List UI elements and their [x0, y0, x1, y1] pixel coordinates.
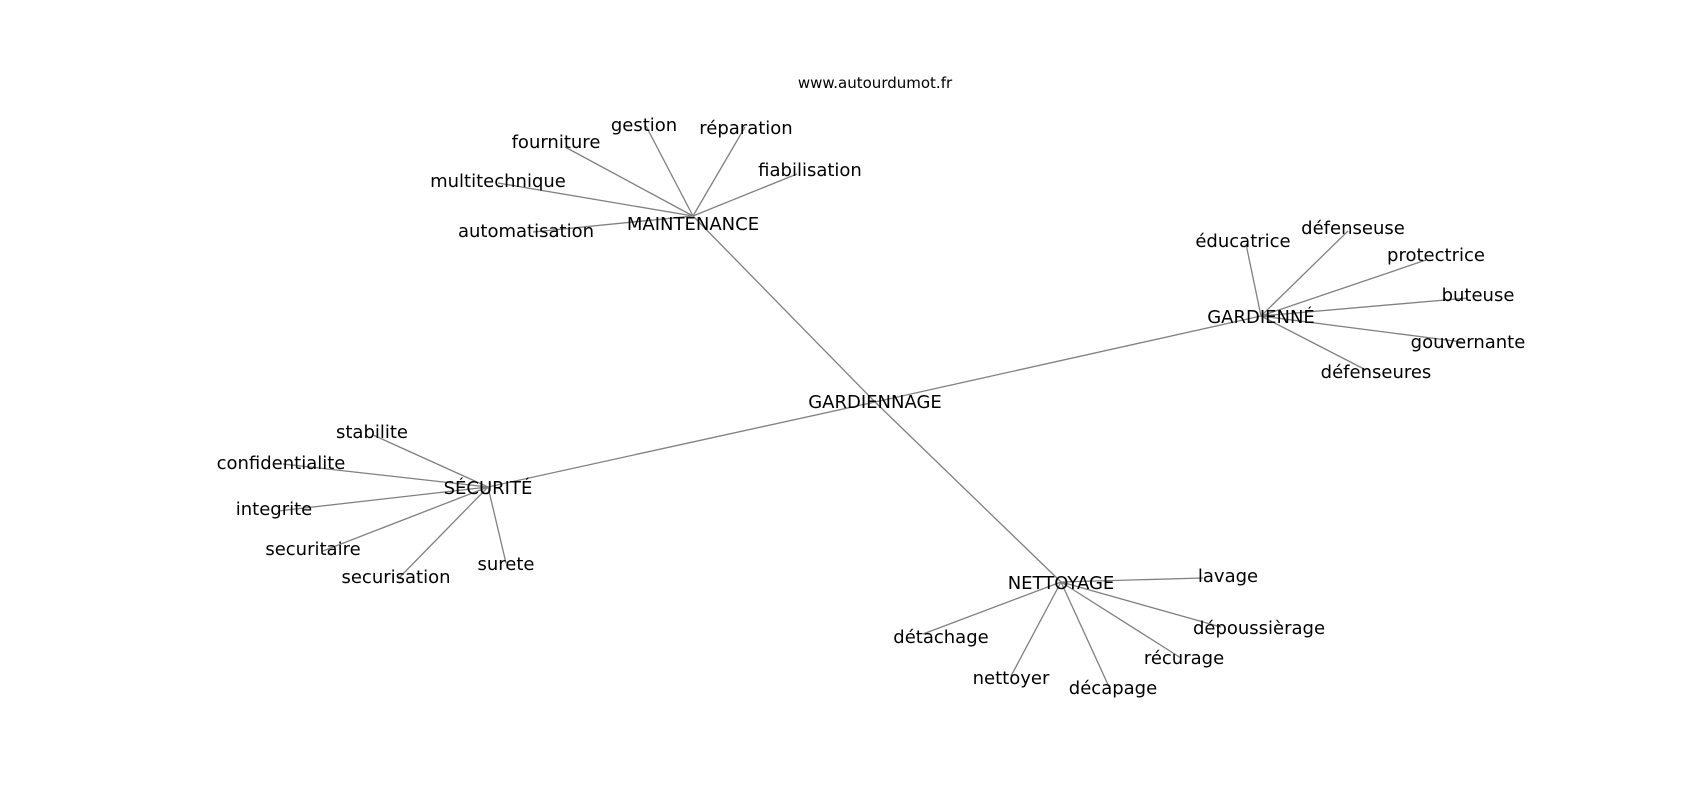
edge-cluster-to-word — [1260, 297, 1469, 317]
word-node-label: automatisation — [458, 221, 594, 242]
word-node-label: récurage — [1144, 648, 1224, 669]
edge-cluster-to-word — [692, 126, 746, 217]
word-node-label: buteuse — [1442, 285, 1515, 306]
edge-cluster-to-word — [1260, 315, 1463, 343]
word-node-label: dépoussièrage — [1193, 618, 1325, 639]
edges-layer — [277, 125, 1469, 690]
word-node-label: multitechnique — [430, 171, 566, 192]
edge-cluster-to-word — [1260, 315, 1367, 371]
word-node-label: securitaire — [265, 539, 360, 560]
word-node-label: éducatrice — [1195, 231, 1290, 252]
word-node-label: stabilite — [336, 422, 408, 443]
edge-cluster-to-word — [282, 463, 489, 488]
word-node-label: lavage — [1198, 566, 1258, 587]
edge-root-to-cluster — [874, 401, 1062, 583]
edge-cluster-to-word — [645, 125, 694, 217]
edge-cluster-to-word — [322, 486, 489, 552]
labels-layer: GARDIENNAGE MAINTENANCE gestion réparation f… — [217, 115, 1526, 699]
cluster-node-label: SÉCURITÉ — [444, 477, 533, 499]
root-node-label: GARDIENNAGE — [808, 392, 942, 413]
edge-cluster-to-word — [1060, 577, 1204, 583]
edge-cluster-to-word — [397, 486, 489, 580]
edge-cluster-to-word — [277, 486, 489, 512]
cluster-node-label: NETTOYAGE — [1008, 573, 1115, 594]
edge-cluster-to-word — [1260, 259, 1427, 317]
word-node-label: securisation — [341, 567, 450, 588]
word-node-label: gestion — [611, 115, 677, 136]
word-node-label: décapage — [1069, 678, 1157, 699]
word-node-label: défenseuse — [1301, 218, 1405, 239]
word-node-label: fiabilisation — [758, 160, 862, 181]
word-node-label: détachage — [893, 627, 988, 648]
edge-cluster-to-word — [1060, 581, 1182, 659]
edge-cluster-to-word — [564, 146, 694, 217]
edge-cluster-to-word — [487, 486, 507, 564]
source-watermark: www.autourdumot.fr — [798, 74, 953, 92]
edge-cluster-to-word — [372, 434, 489, 488]
edge-cluster-to-word — [1060, 581, 1111, 690]
cluster-node-label: GARDIENNÉ — [1207, 306, 1315, 328]
word-node-label: nettoyer — [973, 668, 1050, 689]
word-node-label: integrite — [236, 499, 313, 520]
word-node-label: réparation — [699, 118, 792, 139]
edge-cluster-to-word — [922, 581, 1062, 635]
edge-cluster-to-word — [497, 182, 694, 217]
word-node-label: fourniture — [512, 132, 601, 153]
edge-cluster-to-word — [1010, 581, 1062, 677]
edge-cluster-to-word — [692, 173, 798, 217]
word-node-label: défenseures — [1321, 362, 1432, 383]
edge-cluster-to-word — [1245, 243, 1262, 317]
cluster-node-label: MAINTENANCE — [627, 214, 759, 235]
word-node-label: gouvernante — [1411, 332, 1526, 353]
word-node-label: protectrice — [1387, 245, 1485, 266]
edge-root-to-cluster — [874, 315, 1262, 403]
word-node-label: surete — [478, 554, 535, 575]
edge-root-to-cluster — [692, 215, 876, 403]
edge-cluster-to-word — [532, 215, 694, 233]
edge-cluster-to-word — [1060, 581, 1222, 628]
word-node-label: confidentialite — [217, 453, 346, 474]
edge-root-to-cluster — [487, 401, 876, 488]
edge-cluster-to-word — [1260, 230, 1349, 317]
